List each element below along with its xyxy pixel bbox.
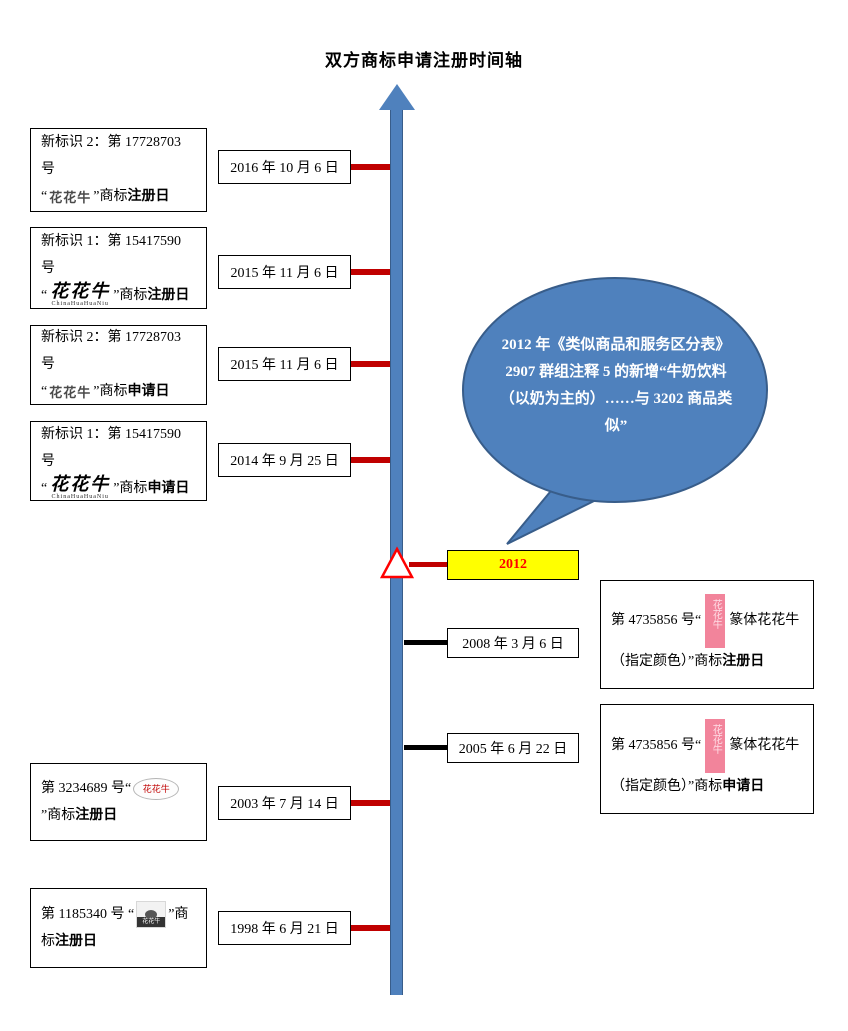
timeline-tick	[351, 457, 390, 463]
huahuaniu-oval-logo-icon: 花花牛	[133, 777, 180, 800]
timeline-tick	[351, 164, 390, 170]
date-label-box: 2015 年 11 月 6 日	[218, 347, 351, 381]
year-2012-marker-icon	[380, 546, 414, 579]
timeline-tick	[404, 745, 447, 750]
event-action: 注册日	[147, 287, 190, 303]
huahuaniu-seal-logo-icon: 花花牛	[705, 594, 726, 648]
date-label-box: 2016 年 10 月 6 日	[218, 150, 351, 184]
annotation-bubble	[462, 277, 768, 545]
huahuaniu-new-logo-2-icon: 花花牛	[49, 189, 92, 205]
date-label-box: 2008 年 3 月 6 日	[447, 628, 579, 658]
date-label-box: 2003 年 7 月 14 日	[218, 786, 351, 820]
timeline-tick	[351, 800, 390, 806]
trademark-event-box: 第 4735856 号“花花牛篆体花花牛（指定颜色）”商标注册日	[600, 580, 814, 689]
huahuaniu-new-logo-2-icon: 花花牛	[49, 384, 92, 400]
event-line: 第 1185340 号 “花花牛”商标注册日	[41, 901, 196, 955]
page-title: 双方商标申请注册时间轴	[325, 51, 523, 70]
event-title: 新标识 2：第 17728703 号	[41, 330, 181, 373]
annotation-text: 2012 年《类似商品和服务区分表》2907 群组注释 5 的新增“牛奶饮料（以…	[499, 337, 733, 434]
huahuaniu-seal-logo-icon: 花花牛	[705, 718, 726, 773]
event-action: 注册日	[55, 934, 97, 950]
event-action: 注册日	[75, 808, 118, 823]
date-label-box: 2005 年 6 月 22 日	[447, 733, 579, 763]
cow-figure-icon	[137, 902, 165, 917]
event-line: 第 4735856 号“花花牛篆体花花牛（指定颜色）”商标申请日	[611, 718, 803, 800]
event-title: 新标识 2：第 17728703 号	[41, 135, 181, 178]
timeline-tick	[351, 269, 390, 275]
trademark-event-box: 第 3234689 号“花花牛”商标注册日	[30, 763, 207, 841]
date-label-box: 2014 年 9 月 25 日	[218, 443, 351, 477]
event-line: “花花牛”商标注册日	[41, 183, 196, 210]
date-label-box: 2015 年 11 月 6 日	[218, 255, 351, 289]
timeline-tick	[404, 640, 447, 645]
event-line: 第 4735856 号“花花牛篆体花花牛（指定颜色）”商标注册日	[611, 594, 803, 675]
timeline-tick	[351, 925, 390, 931]
event-action: 申请日	[147, 480, 190, 496]
timeline-arrowhead-icon	[379, 84, 415, 110]
event-action: 注册日	[722, 654, 765, 669]
event-title: 新标识 1：第 15417590 号	[41, 426, 181, 469]
date-label-box: 1998 年 6 月 21 日	[218, 911, 351, 945]
event-line: “花花牛”商标申请日	[41, 378, 196, 405]
trademark-event-box: 新标识 2：第 17728703 号 “花花牛”商标申请日	[30, 325, 207, 405]
event-action: 申请日	[127, 384, 170, 400]
event-line: 第 3234689 号“花花牛”商标注册日	[41, 775, 196, 829]
event-action: 注册日	[127, 189, 170, 205]
marker-connector-line	[409, 562, 447, 567]
trademark-event-box: 第 4735856 号“花花牛篆体花花牛（指定颜色）”商标申请日	[600, 704, 814, 814]
trademark-event-box: 第 1185340 号 “花花牛”商标注册日	[30, 888, 207, 968]
event-title: 新标识 1：第 15417590 号	[41, 233, 181, 276]
timeline-tick	[351, 361, 390, 367]
year-2012-label: 2012	[447, 550, 579, 580]
huahuaniu-cow-stamp-logo-icon: 花花牛	[136, 901, 167, 929]
event-action: 申请日	[722, 778, 765, 794]
trademark-event-box: 新标识 2：第 17728703 号 “花花牛”商标注册日	[30, 128, 207, 212]
